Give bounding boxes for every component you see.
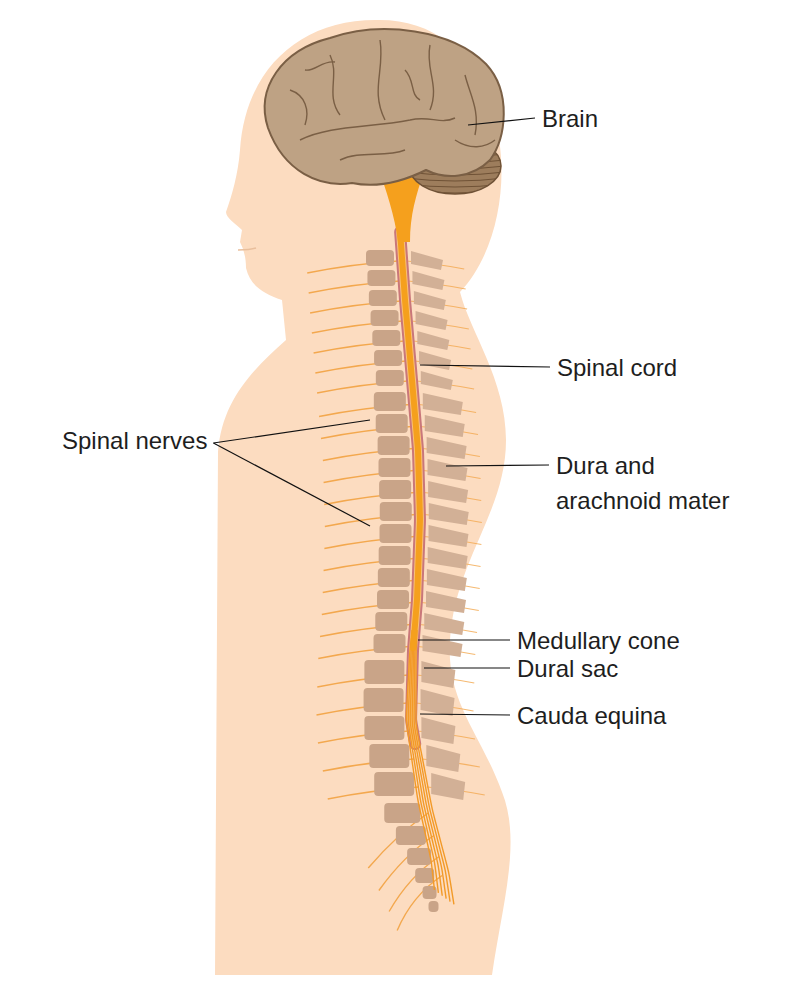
leader-line bbox=[420, 714, 510, 715]
brain-sulcus bbox=[330, 55, 340, 115]
vertebral-body bbox=[372, 330, 400, 346]
spinous-process bbox=[424, 613, 464, 635]
vertebral-body bbox=[380, 502, 412, 521]
spinous-process bbox=[427, 569, 467, 591]
vertebral-body bbox=[429, 901, 439, 912]
brain-sulcus bbox=[340, 150, 405, 160]
vertebral-body bbox=[377, 590, 409, 609]
leader-lines bbox=[213, 420, 370, 526]
part-label: Spinal nerves bbox=[62, 423, 262, 458]
spinous-process bbox=[428, 459, 468, 481]
spinous-process bbox=[429, 503, 469, 525]
spinous-process bbox=[421, 717, 455, 744]
spinous-process bbox=[426, 591, 466, 613]
leader-lines bbox=[424, 668, 510, 669]
cauda-equina bbox=[406, 630, 454, 904]
spinous-process bbox=[428, 481, 468, 503]
vertebral-body bbox=[396, 826, 426, 845]
leader-line bbox=[213, 443, 370, 526]
brain-sulcus bbox=[405, 70, 420, 100]
body-silhouette bbox=[215, 20, 511, 975]
vertebral-body bbox=[371, 310, 399, 326]
spinous-process bbox=[421, 689, 455, 716]
spinous-process bbox=[421, 661, 455, 688]
vertebral-body bbox=[369, 744, 409, 768]
brain-sulcus bbox=[290, 90, 307, 125]
nerve-root bbox=[412, 630, 446, 899]
brain-sulcus bbox=[429, 45, 434, 110]
spinous-process bbox=[423, 393, 463, 415]
spinous-process bbox=[421, 371, 453, 390]
spinal-cord bbox=[400, 232, 420, 648]
vertebral-body bbox=[376, 370, 404, 386]
leader-line bbox=[420, 365, 550, 367]
spinous-process bbox=[425, 415, 465, 437]
vertebral-body bbox=[364, 716, 404, 740]
spinous-process bbox=[426, 745, 460, 772]
spinous-process bbox=[416, 311, 448, 330]
spinous-process bbox=[431, 773, 465, 800]
vertebral-body bbox=[375, 612, 407, 631]
spinous-process bbox=[427, 437, 467, 459]
brain bbox=[265, 29, 505, 242]
leader-lines bbox=[418, 640, 510, 641]
part-label: Dura and arachnoid mater bbox=[556, 448, 756, 518]
spinous-process bbox=[414, 291, 446, 310]
brain-sulcus bbox=[305, 62, 335, 70]
nerve-line bbox=[397, 876, 442, 931]
vertebral-body bbox=[369, 290, 397, 306]
vertebral-body bbox=[366, 250, 394, 266]
part-label: Dural sac bbox=[517, 651, 757, 686]
part-label: Spinal cord bbox=[557, 350, 757, 385]
vertebral-body bbox=[378, 436, 410, 455]
part-label: Brain bbox=[542, 101, 662, 136]
spinous-process bbox=[428, 547, 468, 569]
brain-sulcus bbox=[300, 118, 455, 140]
spinal-nerves bbox=[307, 261, 485, 931]
spinous-process bbox=[419, 351, 451, 370]
vertebral-body bbox=[374, 772, 414, 796]
leader-line bbox=[424, 667, 510, 668]
vertebral-body bbox=[374, 350, 402, 366]
mouth-line bbox=[238, 248, 256, 250]
cerebrum bbox=[265, 29, 504, 185]
spinous-process bbox=[423, 635, 463, 657]
vertebral-body bbox=[364, 688, 404, 712]
leader-lines bbox=[420, 714, 510, 715]
spinous-process bbox=[417, 331, 449, 350]
brain-sulcus bbox=[465, 75, 476, 135]
part-label: Medullary cone bbox=[517, 623, 757, 658]
brain-sulcus bbox=[378, 40, 385, 120]
spinous-process bbox=[411, 251, 443, 270]
vertebral-body bbox=[379, 546, 411, 565]
vertebral-body bbox=[384, 803, 420, 823]
nerve-root bbox=[414, 630, 450, 902]
leader-lines bbox=[468, 118, 535, 125]
brain-sulcus bbox=[455, 140, 495, 147]
vertebral-body bbox=[379, 458, 411, 477]
leader-line bbox=[418, 639, 510, 640]
vertebral-body bbox=[407, 848, 431, 865]
vertebral-body bbox=[378, 568, 410, 587]
leader-line bbox=[446, 465, 549, 466]
leader-line bbox=[468, 118, 535, 125]
part-label: Cauda equina bbox=[517, 698, 757, 733]
vertebral-body bbox=[364, 660, 404, 684]
vertebral-body bbox=[367, 270, 395, 286]
vertebral-body bbox=[415, 868, 434, 883]
vertebral-body bbox=[376, 414, 408, 433]
spinous-process bbox=[428, 525, 468, 547]
leader-lines bbox=[420, 365, 550, 367]
spinous-process bbox=[412, 271, 444, 290]
nerve-root bbox=[416, 630, 454, 904]
leader-lines bbox=[446, 465, 549, 466]
leader-line bbox=[213, 420, 370, 443]
vertebral-body bbox=[379, 480, 411, 499]
vertebral-body bbox=[374, 392, 406, 411]
vertebral-body bbox=[374, 634, 406, 653]
vertebral-body bbox=[379, 524, 411, 543]
